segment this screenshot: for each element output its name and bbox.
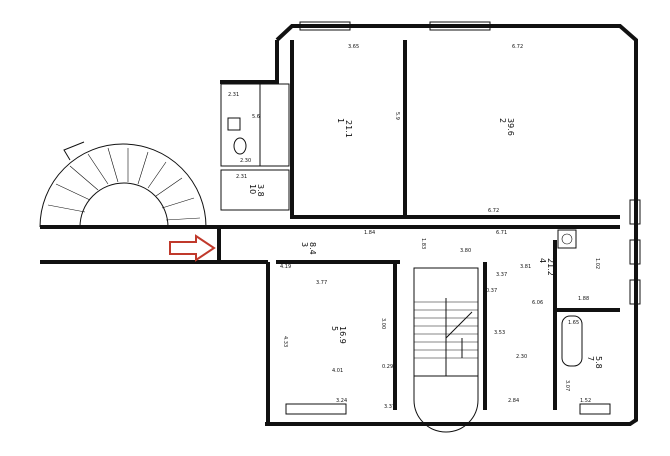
dimension-label: 2.30 [516, 354, 527, 360]
straight-staircase-icon [413, 267, 479, 433]
dimension-label: 3.37 [496, 272, 507, 278]
dimension-label: 4.19 [280, 264, 291, 270]
outer-walls [40, 24, 638, 426]
small-rooms [220, 83, 290, 211]
room-number-label: 10 [248, 184, 257, 194]
room-area-label: 3.8 [256, 184, 265, 197]
dimension-label: 1.52 [580, 398, 591, 404]
room-number-label: 5 [330, 326, 339, 331]
room-area-label: 39.6 [506, 118, 515, 136]
room-area-label: 5.8 [594, 356, 603, 369]
dimension-label: 1.88 [578, 296, 589, 302]
dimension-label: 5.9 [394, 112, 400, 120]
room-number-label: 7 [586, 356, 595, 361]
dimension-label: 2.31 [228, 92, 239, 98]
room-number-label: 2 [498, 118, 507, 123]
dimension-label: 0.29 [382, 364, 393, 370]
dimension-label: 1.84 [364, 230, 375, 236]
windows [285, 21, 641, 415]
room-number-label: 3 [300, 242, 309, 247]
dimension-label: 2.84 [508, 398, 519, 404]
dimension-label: 1.83 [420, 238, 426, 249]
dimension-labels: 3.65 6.72 2.31 5.6 5.9 2.30 2.31 6.72 1.… [228, 44, 600, 410]
dimension-label: 3.00 [380, 318, 386, 329]
dimension-label: 3.37 [384, 404, 395, 410]
room-number-label: 1 [336, 118, 345, 123]
dimension-label: 5.6 [252, 114, 260, 120]
entrance-arrow-icon [169, 234, 216, 262]
toilet-icon [227, 117, 247, 155]
dimension-label: 3.65 [348, 44, 359, 50]
room-number-label: 4 [538, 258, 547, 263]
dimension-label: 0.37 [486, 288, 497, 294]
dimension-label: 2.30 [240, 158, 251, 164]
spiral-staircase-icon [39, 141, 207, 228]
bathtub-icon [561, 315, 583, 367]
sink-icon [557, 229, 577, 249]
room-area-label: 16.9 [338, 326, 347, 344]
dimension-label: 4.01 [332, 368, 343, 374]
dimension-label: 4.33 [282, 336, 288, 347]
room-area-label: 21.1 [344, 120, 353, 138]
room-area-label: 21.2 [546, 258, 555, 276]
room-area-label: 8.4 [308, 242, 317, 255]
dimension-label: 3.07 [564, 380, 570, 391]
dimension-label: 6.06 [532, 300, 543, 306]
dimension-label: 1.65 [568, 320, 579, 326]
room-labels: 1 21.1 2 39.6 3 8.4 4 21.2 5 16.9 7 5.8 … [248, 118, 603, 369]
dimension-label: 3.81 [520, 264, 531, 270]
dimension-label: 2.31 [236, 174, 247, 180]
dimension-label: 6.71 [496, 230, 507, 236]
dimension-label: 6.72 [488, 208, 499, 214]
dimension-label: 1.02 [594, 258, 600, 269]
dimension-label: 6.72 [512, 44, 523, 50]
dimension-label: 3.24 [336, 398, 347, 404]
dimension-label: 3.53 [494, 330, 505, 336]
dimension-label: 3.77 [316, 280, 327, 286]
dimension-label: 3.80 [460, 248, 471, 254]
